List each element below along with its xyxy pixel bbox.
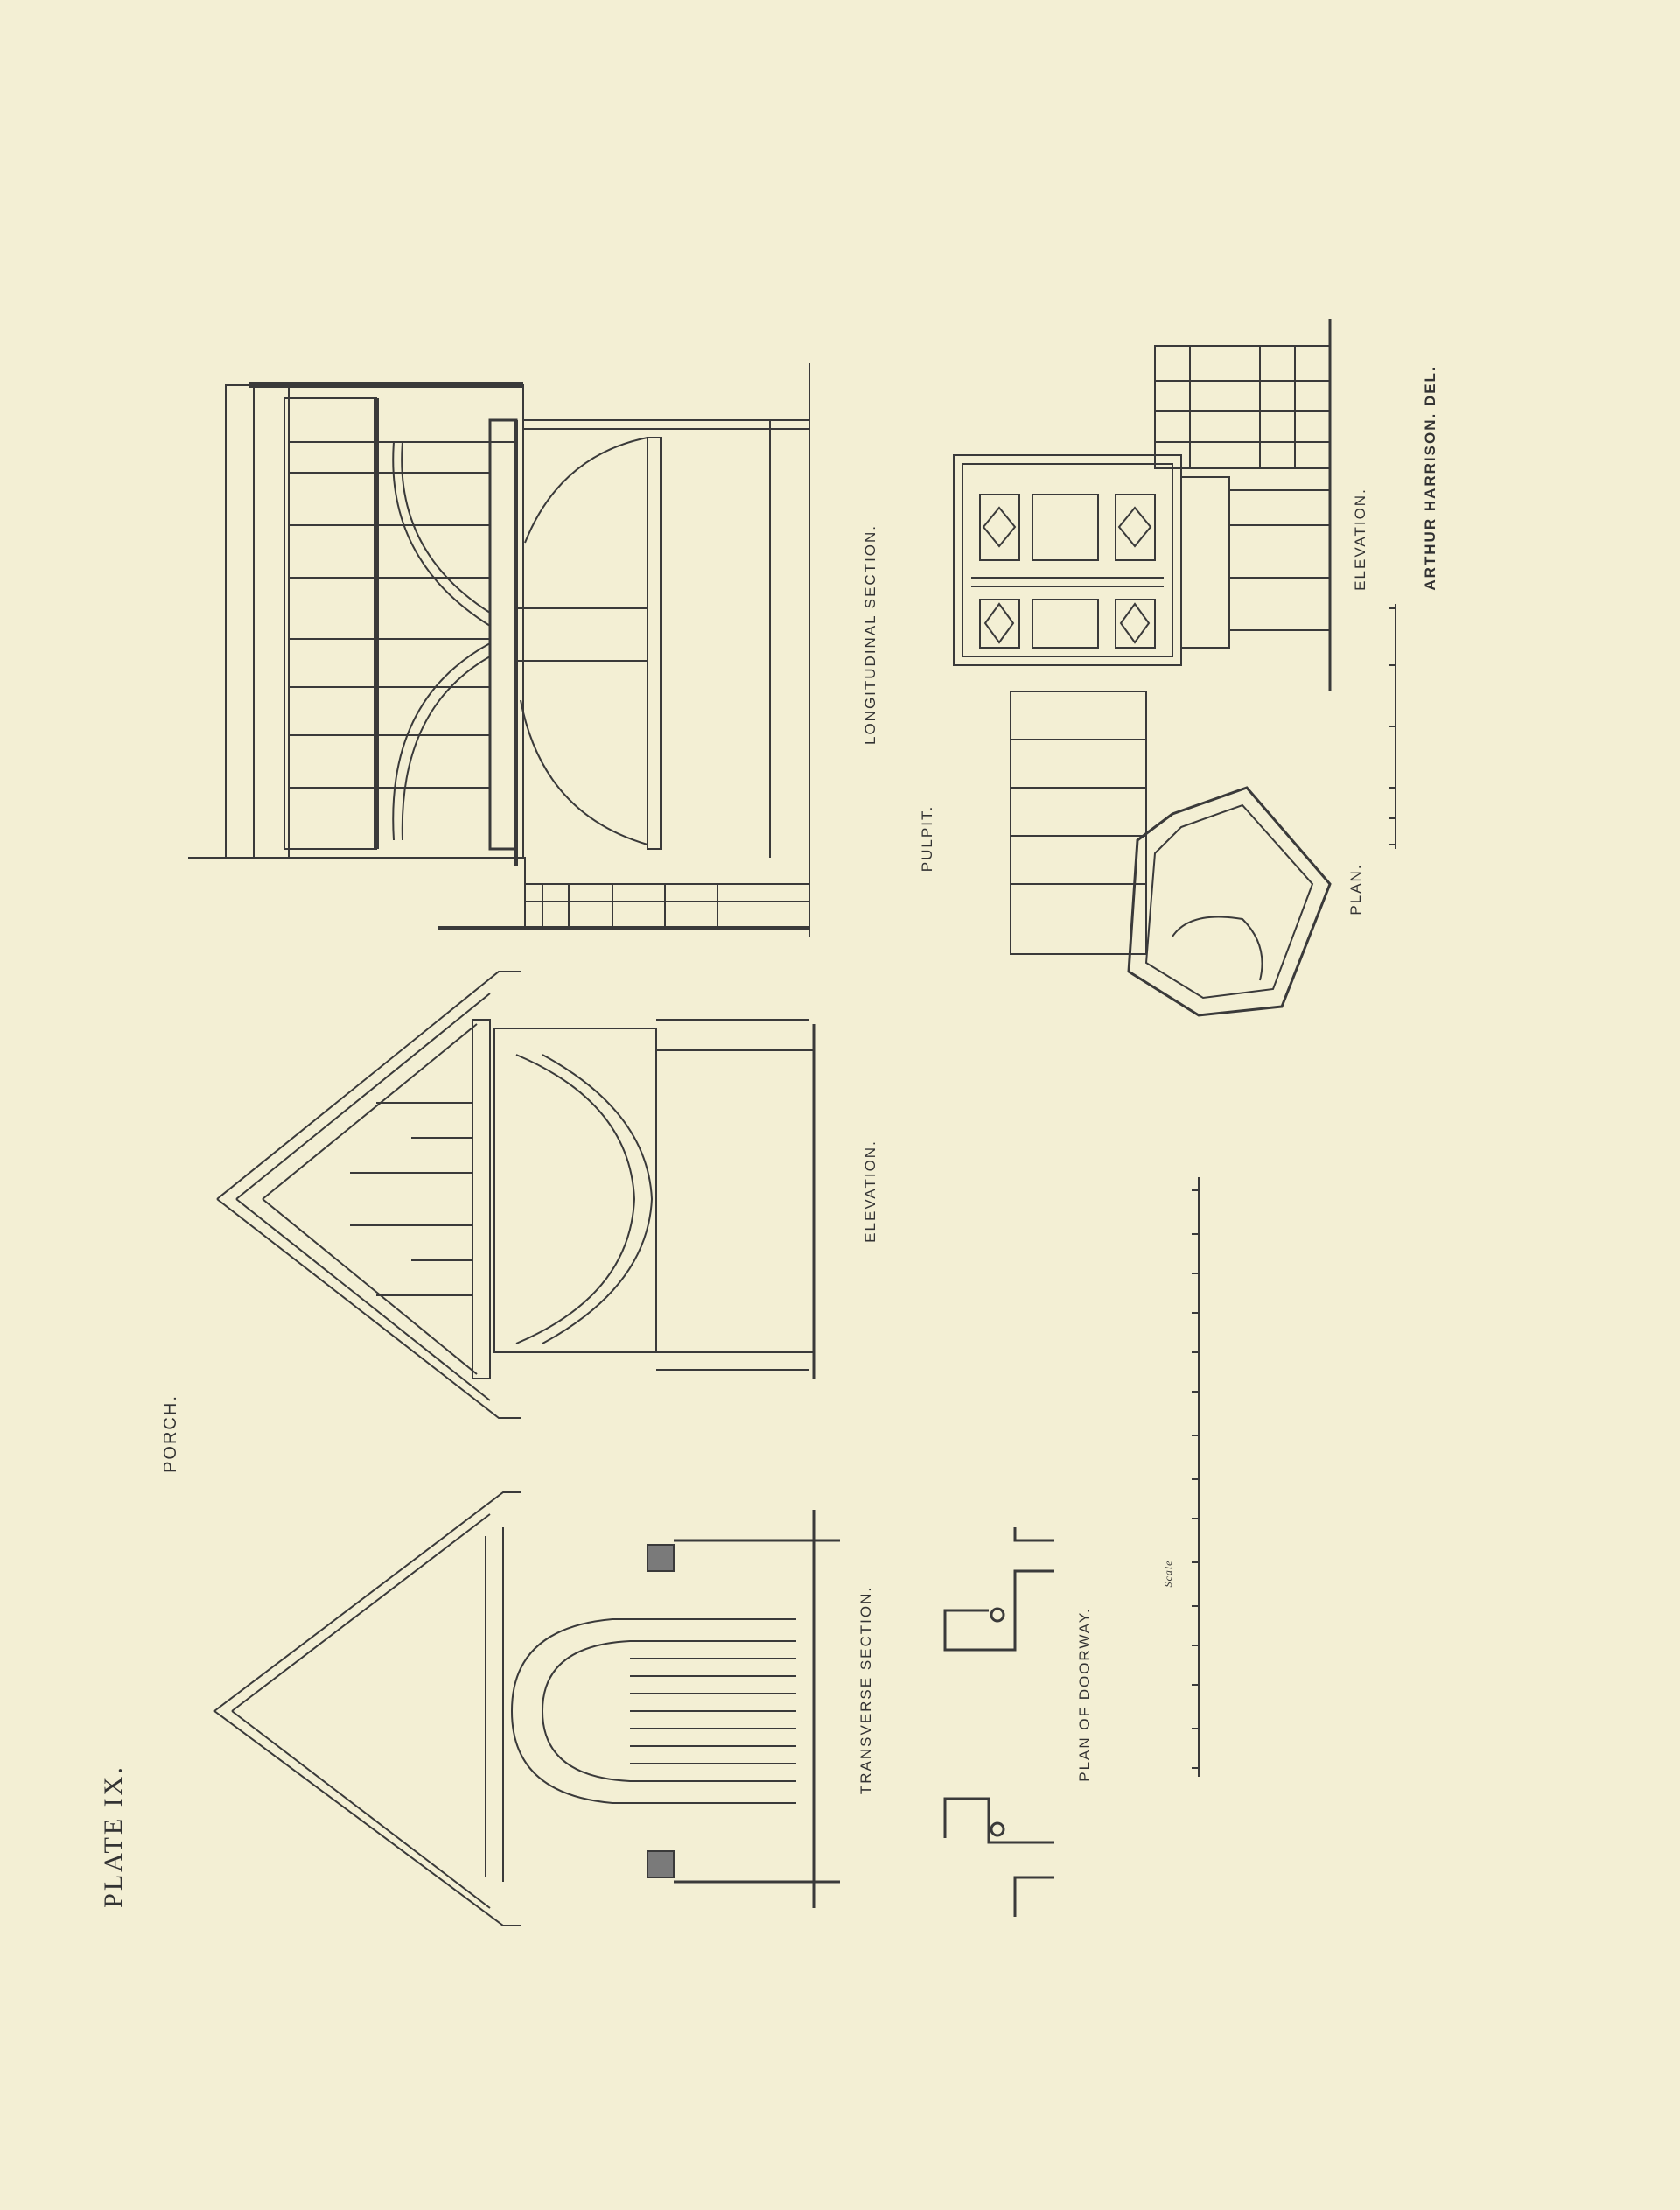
pulpit-plan-drawing xyxy=(1010,691,1332,1017)
artist-credit: ARTHUR HARRISON. DEL. xyxy=(1422,365,1438,591)
plan-of-doorway-label: PLAN OF DOORWAY. xyxy=(1076,1607,1093,1782)
longitudinal-section-drawing xyxy=(188,363,810,937)
transverse-section-label: TRANSVERSE SECTION. xyxy=(858,1585,874,1795)
pulpit-scale-bar xyxy=(1390,604,1396,849)
pulpit-plan-label: PLAN. xyxy=(1348,863,1364,916)
pulpit-elevation-drawing xyxy=(953,319,1332,691)
pulpit-elevation-label: ELEVATION. xyxy=(1352,488,1368,591)
plate-title: PLATE IX. xyxy=(99,1764,128,1908)
transverse-section-drawing xyxy=(214,1491,840,1926)
pulpit-label: PULPIT. xyxy=(919,804,935,873)
scale-label: Scale xyxy=(1162,1560,1174,1588)
longitudinal-section-label: LONGITUDINAL SECTION. xyxy=(862,523,878,745)
porch-group-label: PORCH. xyxy=(161,1394,180,1473)
porch-elevation-drawing xyxy=(216,971,816,1419)
porch-scale-bar xyxy=(1192,1177,1200,1777)
porch-elevation-label: ELEVATION. xyxy=(862,1140,878,1243)
plan-of-doorway-drawing xyxy=(943,1527,1054,1917)
